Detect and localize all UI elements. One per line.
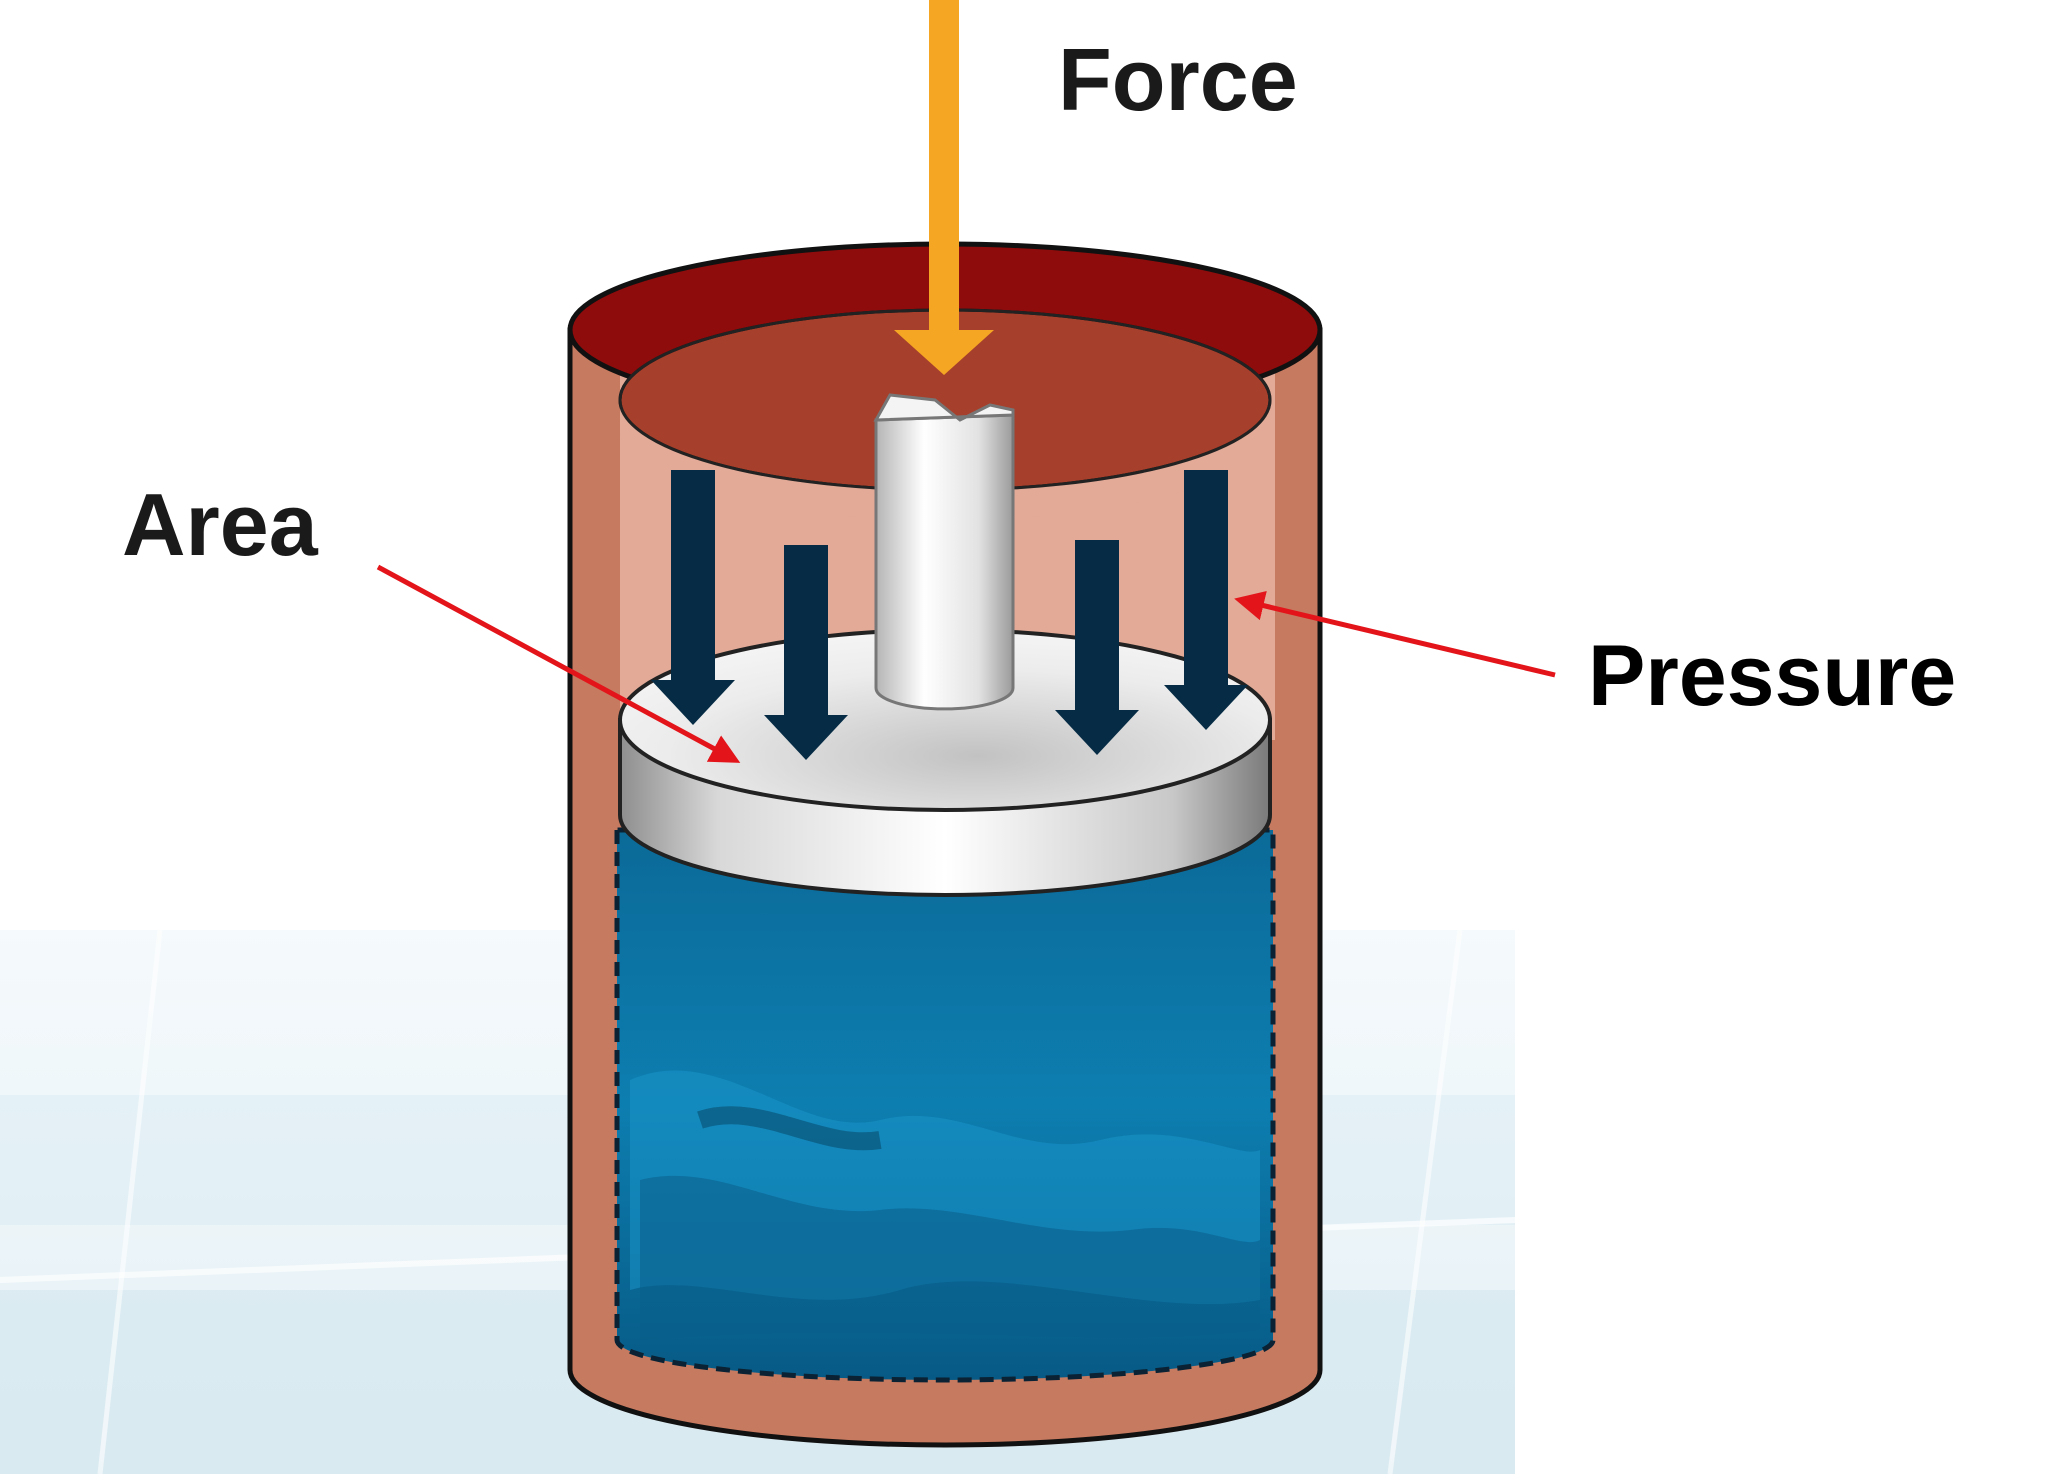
pressure-arrow-icon-1 (651, 470, 735, 725)
pressure-arrows (651, 470, 1248, 760)
area-label: Area (122, 475, 319, 574)
pressure-label: Pressure (1588, 628, 1956, 724)
pressure-arrow-icon-4 (1164, 470, 1248, 730)
area-pointer-line (376, 564, 741, 763)
piston-rod (873, 393, 1015, 711)
pointer-lines (376, 564, 1556, 763)
piston-rod-broken-top (873, 393, 1015, 422)
pressure-pointer-line (1234, 590, 1556, 678)
pressure-arrow-icon-3 (1055, 540, 1139, 755)
force-label: Force (1058, 30, 1298, 129)
pressure-arrow-icon-2 (764, 545, 848, 760)
fluid (614, 827, 1276, 1383)
force-arrow-icon (894, 0, 994, 375)
